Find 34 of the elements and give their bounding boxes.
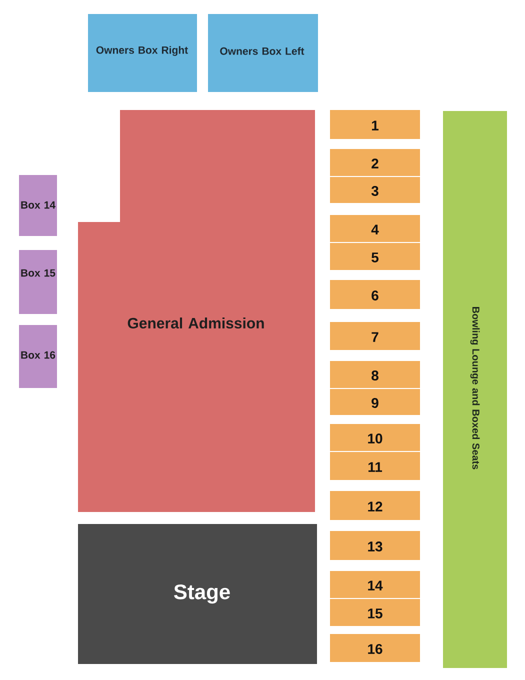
seating-section: 9 xyxy=(330,389,420,415)
general-admission-area: General Admission xyxy=(78,110,315,512)
seating-section: 11 xyxy=(330,452,420,480)
seating-section: 13 xyxy=(330,531,420,560)
seating-section: 5 xyxy=(330,243,420,270)
stage-area: Stage xyxy=(78,524,317,664)
seating-section: 8 xyxy=(330,361,420,388)
seating-section: 10 xyxy=(330,424,420,451)
seating-section: 2 xyxy=(330,149,420,176)
node-label: 2 xyxy=(372,158,378,168)
seating-section: 16 xyxy=(330,634,420,662)
seating-section: 12 xyxy=(330,491,420,520)
seating-section: 3 xyxy=(330,177,420,203)
lounge-area: Bowling Lounge and Boxed Seats xyxy=(443,111,507,668)
seating-section: 4 xyxy=(330,215,420,242)
node-label: 4 xyxy=(371,224,379,234)
seating-section: 14 xyxy=(330,571,420,598)
box-seat-section: Box 14 xyxy=(19,175,57,236)
seating-section: Owners Box Left xyxy=(208,14,318,92)
node-label: 3 xyxy=(371,186,378,196)
node-label: 8 xyxy=(372,370,378,380)
node-label: 10 xyxy=(368,434,382,444)
node-label: 15 xyxy=(368,608,382,618)
node-label: 14 xyxy=(368,580,383,590)
seating-section: 15 xyxy=(330,599,420,626)
seating-section: 6 xyxy=(330,280,420,309)
seating-section: 1 xyxy=(330,110,420,139)
node-label: 11 xyxy=(368,462,382,472)
node-label: 5 xyxy=(372,252,379,262)
seating-section: Owners Box Right xyxy=(88,14,197,92)
node-label: 9 xyxy=(372,398,378,408)
box-seat-section: Box 16 xyxy=(19,325,57,388)
box-seat-section: Box 15 xyxy=(19,250,57,314)
seating-section: 7 xyxy=(330,322,420,350)
